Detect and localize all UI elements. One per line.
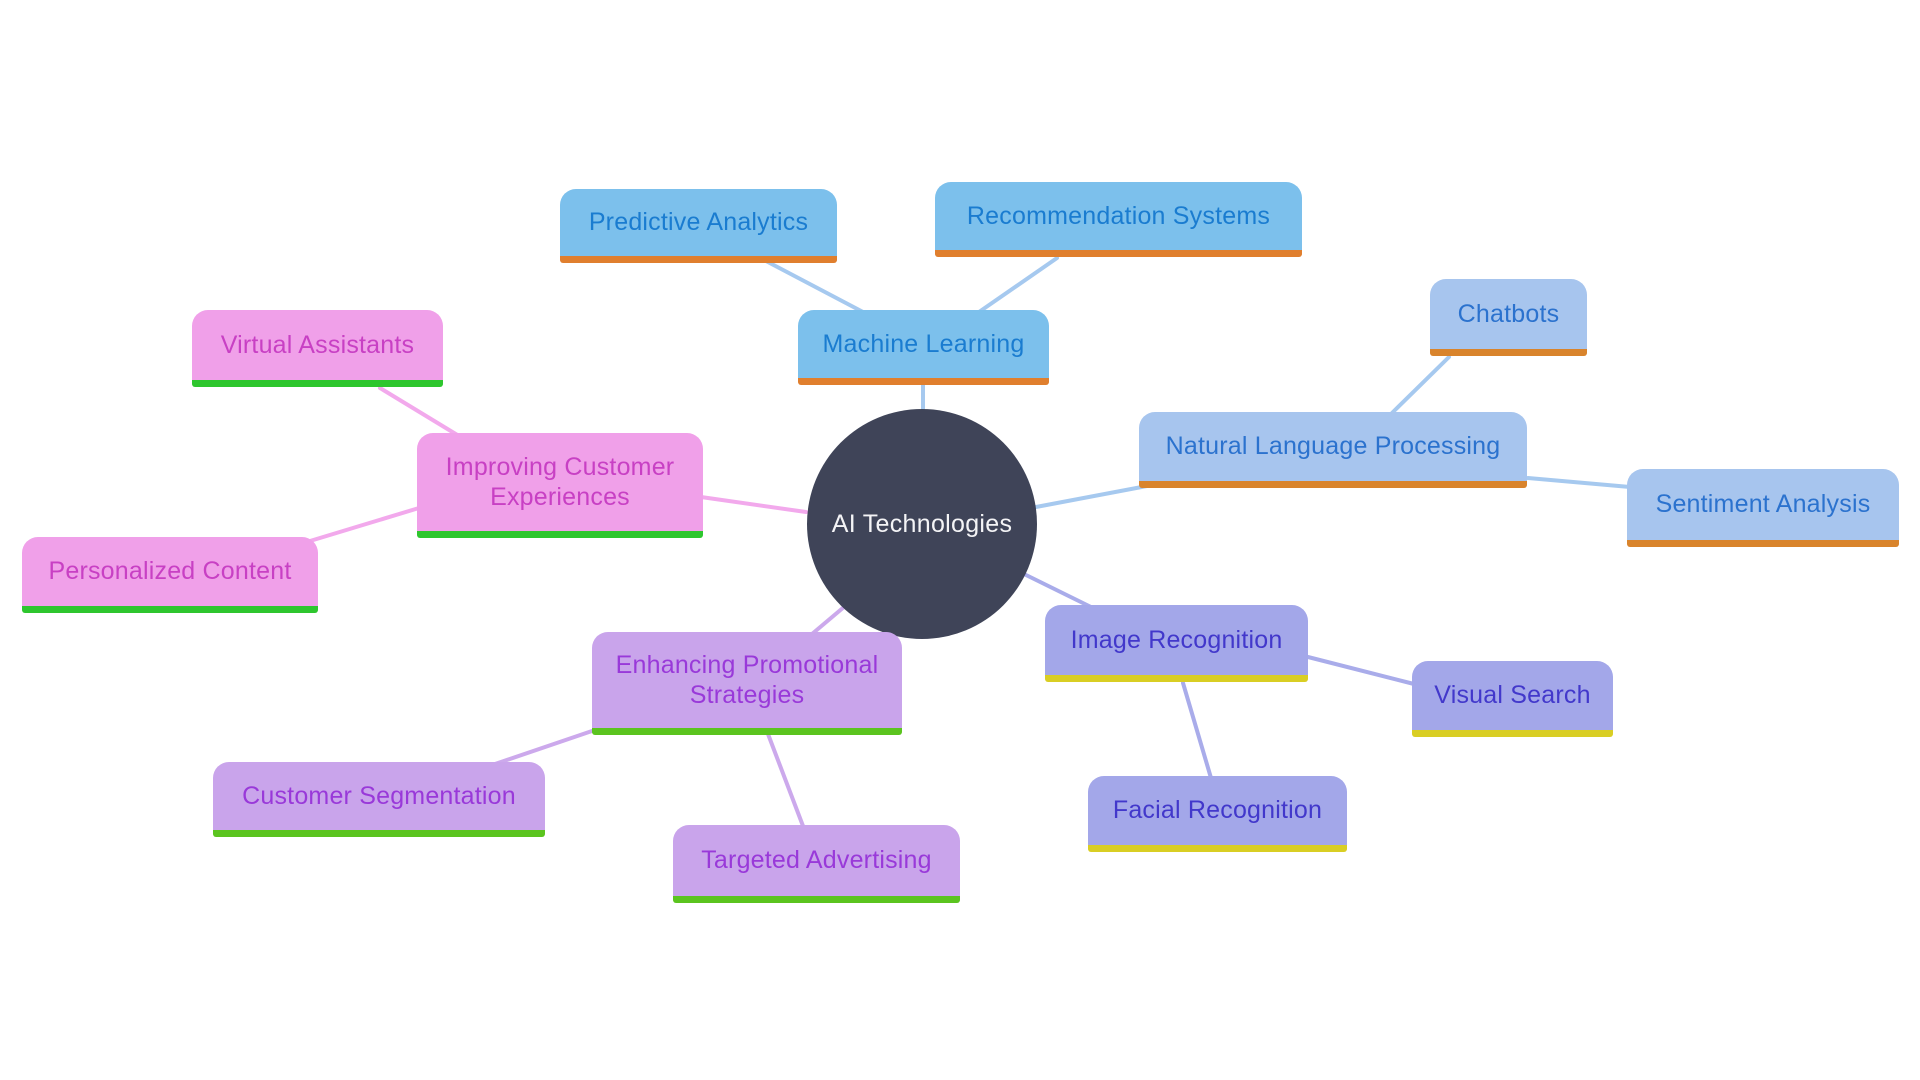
node-enhancing-promotional-strategies: Enhancing Promotional Strategies	[592, 632, 902, 735]
node-virtual-assistants: Virtual Assistants	[192, 310, 443, 387]
node-image-recognition: Image Recognition	[1045, 605, 1308, 682]
node-sentiment-analysis: Sentiment Analysis	[1627, 469, 1899, 547]
edge-nlp-chatbots	[1390, 355, 1451, 415]
edge-root-enhancing-promotional-strategies	[810, 605, 846, 636]
edge-machine-learning-predictive-analytics	[764, 259, 865, 314]
node-label: Sentiment Analysis	[1655, 490, 1871, 519]
node-label: Predictive Analytics	[588, 208, 809, 237]
node-label: Recommendation Systems	[966, 201, 1271, 230]
node-visual-search: Visual Search	[1412, 661, 1613, 737]
edge-machine-learning-recommendation-systems	[977, 256, 1059, 314]
node-label: Natural Language Processing	[1165, 432, 1501, 461]
node-label: Customer Segmentation	[242, 781, 516, 810]
node-label: Targeted Advertising	[701, 846, 932, 875]
node-label: Machine Learning	[822, 329, 1025, 358]
node-label: Virtual Assistants	[220, 330, 415, 359]
node-improving-customer-experiences: Improving Customer Experiences	[417, 433, 703, 538]
node-label: Improving Customer Experiences	[445, 452, 675, 512]
node-targeted-advertising: Targeted Advertising	[673, 825, 960, 903]
node-natural-language-processing: Natural Language Processing	[1139, 412, 1527, 488]
root-label: AI Technologies	[831, 509, 1013, 538]
edge-image-recognition-visual-search	[1306, 655, 1416, 686]
edge-root-image-recognition	[1022, 572, 1095, 610]
edge-ice-virtual-assistants	[378, 386, 461, 438]
node-label: Chatbots	[1457, 299, 1560, 328]
node-label: Personalized Content	[48, 557, 292, 586]
edge-image-recognition-facial-recognition	[1181, 681, 1213, 780]
edge-nlp-sentiment-analysis	[1526, 476, 1632, 489]
node-label: Image Recognition	[1070, 625, 1283, 654]
node-label: Enhancing Promotional Strategies	[615, 650, 879, 710]
edge-root-improving-customer-experiences	[699, 495, 808, 514]
node-machine-learning: Machine Learning	[798, 310, 1049, 385]
node-label: Visual Search	[1434, 681, 1591, 710]
node-customer-segmentation: Customer Segmentation	[213, 762, 545, 837]
node-label: Facial Recognition	[1112, 796, 1323, 825]
node-chatbots: Chatbots	[1430, 279, 1587, 356]
edge-ice-personalized-content	[308, 506, 421, 543]
node-recommendation-systems: Recommendation Systems	[935, 182, 1302, 257]
edge-eps-targeted-advertising	[766, 732, 805, 828]
node-predictive-analytics: Predictive Analytics	[560, 189, 837, 263]
node-root-ai-technologies: AI Technologies	[807, 409, 1037, 639]
edge-root-nlp	[1034, 484, 1149, 509]
edge-eps-customer-segmentation	[493, 729, 594, 766]
node-personalized-content: Personalized Content	[22, 537, 318, 613]
node-facial-recognition: Facial Recognition	[1088, 776, 1347, 852]
